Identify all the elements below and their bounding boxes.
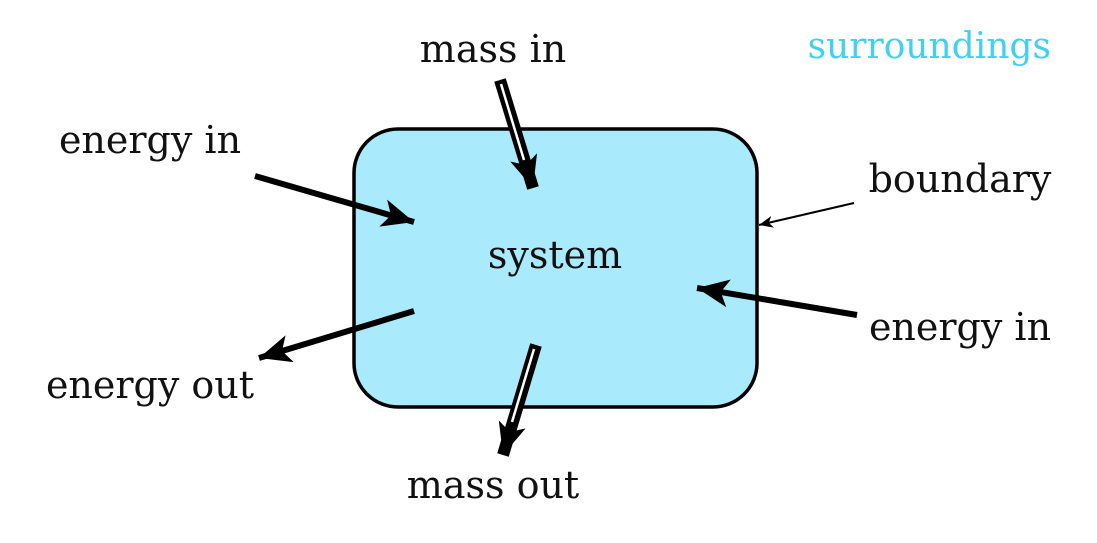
surroundings-label: surroundings (808, 26, 1051, 67)
energy-in-right-arrow (696, 279, 858, 318)
boundary-label: boundary (869, 157, 1052, 201)
mass-out-label: mass out (407, 463, 579, 507)
mass-out-arrow (497, 343, 542, 457)
system-box (352, 127, 759, 409)
energy-out-label: energy out (46, 363, 254, 407)
energy-in-right-label: energy in (869, 305, 1051, 349)
energy-out-arrow (258, 308, 415, 363)
boundary-pointer-arrow (758, 202, 855, 228)
energy-in-left-label: energy in (59, 118, 241, 162)
energy-in-left-arrow (254, 173, 415, 227)
system-label: system (488, 233, 622, 277)
mass-in-arrow (494, 78, 539, 190)
mass-in-label: mass in (420, 27, 566, 71)
